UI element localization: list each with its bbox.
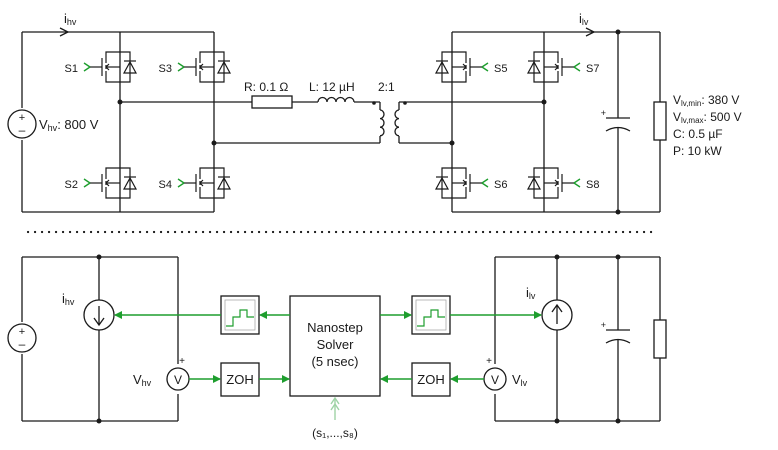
lv-load-resistor-model xyxy=(653,319,667,359)
hv-voltage-source-model: + – xyxy=(7,323,37,353)
switch-label-s5: S5 xyxy=(494,63,507,75)
svg-text:–: – xyxy=(19,123,26,137)
lv-side-wiring xyxy=(494,254,661,424)
svg-text:V: V xyxy=(174,373,182,387)
hv-waveform-block xyxy=(220,295,260,335)
solver-subtitle: Solver xyxy=(317,337,355,352)
switch-s8: S8 xyxy=(526,167,599,199)
spec-line-2: Vlv,max: 500 V xyxy=(673,110,742,125)
i-lv-top-label: ilv xyxy=(579,11,589,27)
signal-flow-arrows xyxy=(114,311,542,383)
svg-text:+: + xyxy=(601,108,606,118)
switch-label-s6: S6 xyxy=(494,179,507,191)
i-hv-top-label: ihv xyxy=(64,11,77,27)
switch-states-label: (s₁,...,s₈) xyxy=(312,426,358,440)
lv-capacitor-model: + xyxy=(601,320,631,344)
switch-s2: S2 xyxy=(65,167,138,199)
lv-load-resistor xyxy=(653,101,667,141)
switch-label-s4: S4 xyxy=(159,179,172,191)
v-hv-bottom-label: Vhv xyxy=(133,372,152,388)
i-lv-arrow-icon xyxy=(585,27,596,37)
svg-text:+: + xyxy=(601,320,606,330)
switch-label-s1: S1 xyxy=(65,63,78,75)
resistor-label: R: 0.1 Ω xyxy=(244,80,288,94)
zoh-right-label: ZOH xyxy=(417,372,444,387)
hv-voltage-source: + – xyxy=(7,109,37,139)
solver-timestep: (5 nsec) xyxy=(312,354,359,369)
lv-specs: Vlv,min: 380 V Vlv,max: 500 V C: 0.5 µF … xyxy=(673,93,742,158)
inductor xyxy=(317,96,355,103)
lv-capacitor: + xyxy=(601,108,631,132)
spec-line-4: P: 10 kW xyxy=(673,144,722,158)
solver-title: Nanostep xyxy=(307,320,363,335)
switch-label-s7: S7 xyxy=(586,63,599,75)
lv-waveform-block xyxy=(411,295,451,335)
switch-s5: S5 xyxy=(434,51,507,83)
switch-s7: S7 xyxy=(526,51,599,83)
co-simulation-model: + – ihv V + Vhv xyxy=(7,254,667,440)
i-hv-bottom-label: ihv xyxy=(62,291,75,307)
inductor-label: L: 12 µH xyxy=(309,80,355,94)
resistor xyxy=(251,95,293,109)
lv-bridge-wiring xyxy=(398,29,661,215)
hv-bridge-wiring xyxy=(21,31,381,213)
switch-s6: S6 xyxy=(434,167,507,199)
nanostep-solver-block xyxy=(289,295,381,397)
spec-line-1: Vlv,min: 380 V xyxy=(673,93,739,108)
hv-source-label: Vhv: 800 V xyxy=(39,117,99,133)
transformer xyxy=(372,101,407,137)
svg-text:+: + xyxy=(19,112,25,124)
transformer-ratio-label: 2:1 xyxy=(378,80,395,94)
zoh-left-label: ZOH xyxy=(226,372,253,387)
svg-text:–: – xyxy=(19,337,26,351)
svg-text:+: + xyxy=(486,356,492,367)
switch-label-s3: S3 xyxy=(159,63,172,75)
switch-s1: S1 xyxy=(65,51,138,83)
i-lv-bottom-label: ilv xyxy=(526,285,536,301)
v-lv-bottom-label: Vlv xyxy=(512,372,528,388)
switch-label-s2: S2 xyxy=(65,179,78,191)
switch-state-input-arrow-icon xyxy=(330,396,340,420)
switch-s3: S3 xyxy=(159,51,232,83)
svg-text:+: + xyxy=(19,326,25,338)
switch-s4: S4 xyxy=(159,167,232,199)
svg-text:+: + xyxy=(179,356,185,367)
spec-line-3: C: 0.5 µF xyxy=(673,127,723,141)
lv-current-source xyxy=(541,299,573,331)
hv-side-wiring xyxy=(21,254,179,424)
zoh-left-block xyxy=(220,362,260,397)
svg-text:V: V xyxy=(491,373,499,387)
switch-label-s8: S8 xyxy=(586,179,599,191)
hv-current-source xyxy=(83,299,115,331)
i-hv-arrow-icon xyxy=(59,27,70,37)
